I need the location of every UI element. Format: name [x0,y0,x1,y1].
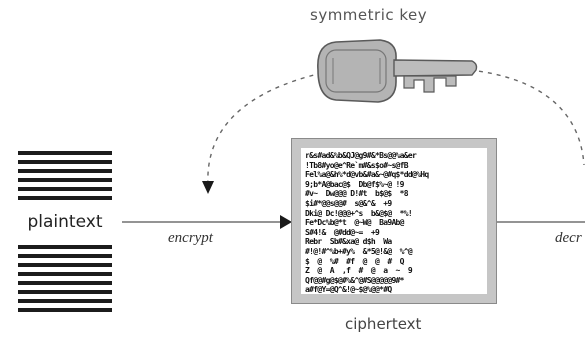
encrypt-label: encrypt [168,230,213,247]
plaintext-lines-top [18,151,112,205]
decrypt-label: decr [555,230,582,247]
key-icon [318,40,477,102]
plaintext-lines-bottom [18,245,112,317]
ciphertext-document: r&s#ad&%b&QJ@g9#&*Bs@@%a&er !Tb8#yo@e^Re… [291,138,497,304]
ciphertext-label: ciphertext [345,315,421,333]
ciphertext-scramble: r&s#ad&%b&QJ@g9#&*Bs@@%a&er !Tb8#yo@e^Re… [301,148,487,294]
plaintext-document: plaintext [10,143,120,318]
encrypt-arrowhead [202,181,214,194]
plaintext-label: plaintext [10,212,120,232]
symmetric-key-label: symmetric key [310,6,427,24]
ciphertext-page: r&s#ad&%b&QJ@g9#&*Bs@@%a&er !Tb8#yo@e^Re… [301,148,487,294]
